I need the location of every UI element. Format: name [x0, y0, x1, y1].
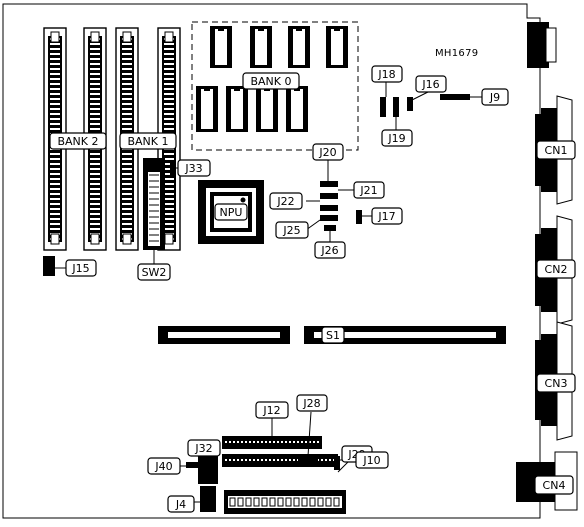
j4-label: J4 [175, 498, 186, 511]
dram-chip [326, 26, 348, 68]
j22-label: J22 [276, 195, 294, 208]
j17-label: J17 [377, 210, 395, 223]
board-outline [2, 3, 541, 519]
j10-label: J10 [362, 454, 380, 467]
bank1-label: BANK 1 [127, 135, 168, 148]
sw2-positions [149, 174, 159, 242]
labels: BANK 2 BANK 1 BANK 0 NPU SW2 S1 CN1 CN2 … [49, 65, 576, 513]
j20-label: J20 [318, 146, 336, 159]
dram-chip [256, 86, 278, 132]
bank0-label: BANK 0 [250, 75, 291, 88]
j12-label: J12 [262, 404, 280, 417]
cn3-label: CN3 [545, 377, 568, 390]
jumper-blocks [43, 94, 470, 512]
bank0-area [191, 21, 359, 151]
slot-s1 [158, 326, 506, 344]
j12-header [222, 436, 322, 449]
npu-label: NPU [220, 206, 243, 219]
dram-chip [210, 26, 232, 68]
bank2-label: BANK 2 [57, 135, 98, 148]
cn2-label: CN2 [545, 263, 568, 276]
j26-label: J26 [320, 244, 338, 257]
cn1-label: CN1 [545, 144, 568, 157]
cn4-label: CN4 [543, 479, 566, 492]
j9-label: J9 [489, 91, 500, 104]
s1-label: S1 [326, 329, 340, 342]
j19-label: J19 [387, 132, 405, 145]
dram-chip [226, 86, 248, 132]
dram-chip [196, 86, 218, 132]
j10-header [222, 454, 338, 467]
dram-chip [288, 26, 310, 68]
j16-label: J16 [421, 78, 439, 91]
j15-label: J15 [71, 262, 89, 275]
dram-chip [250, 26, 272, 68]
j33-label: J33 [184, 162, 202, 175]
sw2-switch [143, 158, 165, 250]
j32-label: J32 [194, 442, 212, 455]
dram-chip [286, 86, 308, 132]
sw2-label: SW2 [142, 266, 167, 279]
j40-label: J40 [154, 460, 172, 473]
model-id: MH1679 [435, 48, 478, 59]
j18-label: J18 [377, 68, 395, 81]
j28-label: J28 [302, 397, 320, 410]
npu-chip [198, 180, 264, 244]
j21-label: J21 [359, 184, 377, 197]
j25-label: J25 [282, 224, 300, 237]
top-right-port [527, 22, 557, 68]
bank0-chips [196, 26, 348, 132]
